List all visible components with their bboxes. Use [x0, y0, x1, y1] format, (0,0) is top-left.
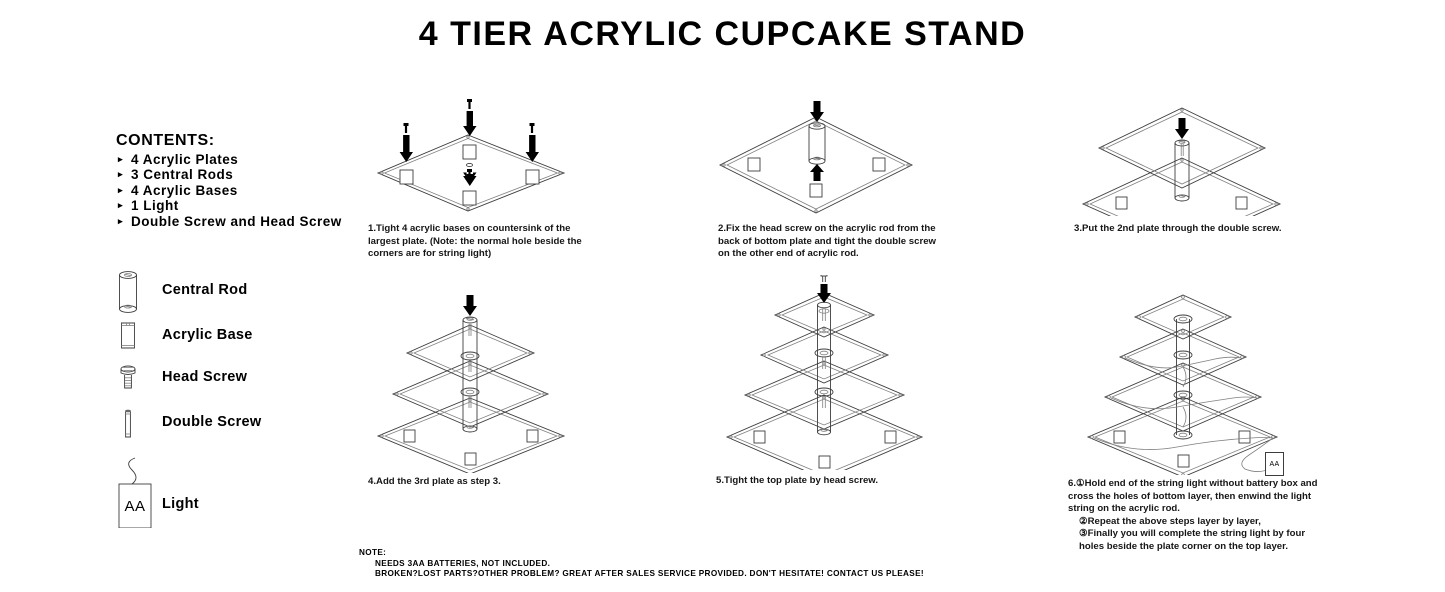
legend-row-head-screw: Head Screw [112, 358, 412, 400]
step-2-caption: 2.Fix the head screw on the acrylic rod … [718, 223, 946, 261]
step-1-text: Tight 4 acrylic bases on countersink of … [368, 223, 582, 260]
bullet-icon: ▸ [118, 215, 124, 226]
step-6-caption: 6.①Hold end of the string light without … [1068, 478, 1326, 554]
battery-label-text: AA [124, 497, 146, 515]
contents-item-label: 1 Light [131, 198, 179, 214]
step-4-caption: 4.Add the 3rd plate as step 3. [368, 476, 590, 489]
note-line-1: NEEDS 3AA BATTERIES, NOT INCLUDED. [375, 558, 551, 568]
step-3-text: Put the 2nd plate through the double scr… [1082, 223, 1282, 234]
parts-legend: Central Rod Acrylic Base [112, 268, 412, 528]
contents-block: CONTENTS: ▸ 4 Acrylic Plates ▸ 3 Central R… [116, 132, 416, 229]
step-2: 2.Fix the head screw on the acrylic rod … [712, 96, 952, 271]
step-3: 3.Put the 2nd plate through the double s… [1065, 96, 1315, 246]
light-icon [112, 448, 158, 528]
note-heading: NOTE: [359, 548, 387, 557]
step-2-number: 2. [718, 223, 727, 234]
step-5-number: 5. [716, 475, 725, 486]
acrylic-base-icon [112, 316, 158, 364]
step-2-text: Fix the head screw on the acrylic rod fr… [718, 223, 937, 260]
head-screw-icon [112, 358, 158, 406]
contents-item-label: 4 Acrylic Bases [131, 182, 238, 198]
bullet-icon: ▸ [118, 200, 124, 211]
list-item: ▸ 4 Acrylic Plates [116, 152, 416, 167]
step-6-text-2: ②Repeat the above steps layer by layer, [1079, 515, 1261, 527]
step-5-text: Tight the top plate by head screw. [724, 475, 879, 486]
step-5-diagram [712, 275, 937, 470]
legend-row-central-rod: Central Rod [112, 268, 412, 316]
step-4: 4.Add the 3rd plate as step 3. [366, 288, 596, 503]
step-6-battery-box: AA [1265, 452, 1284, 476]
note-line-2: BROKEN?LOST PARTS?OTHER PROBLEM? GREAT A… [375, 569, 924, 578]
legend-label: Light [162, 496, 199, 512]
contents-item-label: Double Screw and Head Screw [131, 213, 342, 229]
step-4-text: Add the 3rd plate as step 3. [376, 476, 501, 487]
step-4-number: 4. [368, 476, 377, 487]
contents-item-label: 3 Central Rods [131, 167, 234, 183]
step-6-text-3: ③Finally you will complete the string li… [1079, 528, 1306, 552]
legend-row-light: AA Light [112, 448, 412, 528]
contents-heading: CONTENTS: [116, 132, 215, 149]
step-1-diagram [366, 96, 581, 216]
legend-label: Central Rod [162, 282, 248, 298]
bullet-icon: ▸ [118, 184, 124, 195]
double-screw-icon [112, 400, 158, 448]
page-title: 4 TIER ACRYLIC CUPCAKE STAND [418, 15, 1027, 53]
legend-label: Acrylic Base [162, 327, 253, 343]
central-rod-icon [112, 268, 158, 316]
list-item: ▸ 1 Light [116, 198, 416, 213]
list-item: ▸ 4 Acrylic Bases [116, 183, 416, 198]
step-1-number: 1. [368, 223, 377, 234]
list-item: ▸ Double Screw and Head Screw [116, 214, 416, 229]
legend-row-acrylic-base: Acrylic Base [112, 316, 412, 358]
step-5-caption: 5.Tight the top plate by head screw. [716, 475, 948, 488]
battery-label-text: AA [1269, 460, 1280, 468]
step-5: 5.Tight the top plate by head screw. [712, 275, 952, 500]
step-3-caption: 3.Put the 2nd plate through the double s… [1074, 223, 1314, 236]
list-item: ▸ 3 Central Rods [116, 167, 416, 182]
step-3-diagram [1065, 96, 1300, 216]
step-1-caption: 1.Tight 4 acrylic bases on countersink o… [368, 223, 590, 261]
legend-label: Double Screw [162, 414, 262, 430]
step-4-diagram [366, 288, 581, 473]
battery-box-label: AA [112, 448, 158, 528]
step-6: AA 6.①Hold end of the string light witho… [1065, 275, 1330, 565]
bullet-icon: ▸ [118, 169, 124, 180]
note-block: NOTE: NEEDS 3AA BATTERIES, NOT INCLUDED.… [359, 548, 924, 580]
step-6-number: 6. [1068, 478, 1077, 489]
step-6-text-1: ①Hold end of the string light without ba… [1068, 478, 1318, 515]
step-2-diagram [712, 96, 932, 216]
legend-row-double-screw: Double Screw [112, 400, 412, 448]
step-3-number: 3. [1074, 223, 1083, 234]
contents-item-label: 4 Acrylic Plates [131, 152, 239, 167]
step-1: 1.Tight 4 acrylic bases on countersink o… [366, 96, 596, 271]
bullet-icon: ▸ [118, 154, 124, 164]
contents-list: ▸ 4 Acrylic Plates ▸ 3 Central Rods ▸ 4 Acr… [116, 152, 416, 229]
legend-label: Head Screw [162, 369, 248, 385]
step-6-diagram [1065, 275, 1315, 475]
